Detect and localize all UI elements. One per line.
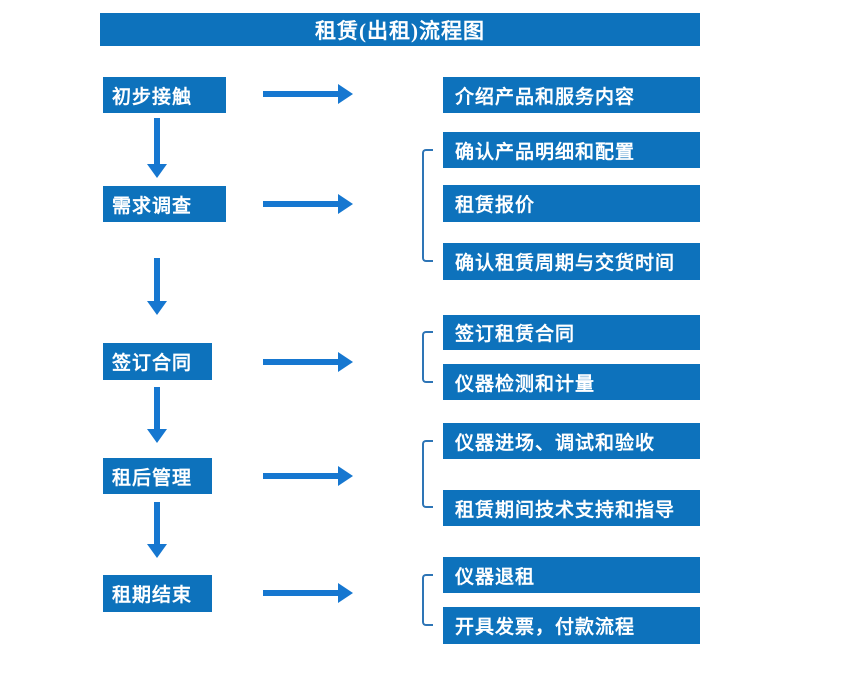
- detail-box-confirm-product-details: 确认产品明细和配置: [443, 132, 700, 168]
- arrow-shaft: [263, 590, 339, 596]
- detail-box-technical-support: 租赁期间技术支持和指导: [443, 490, 700, 526]
- detail-box-sign-rental-contract: 签订租赁合同: [443, 315, 700, 350]
- detail-box-rental-quotation: 租赁报价: [443, 185, 700, 222]
- arrow-head: [338, 194, 353, 214]
- arrow-right-icon: [263, 466, 353, 486]
- arrow-head: [147, 164, 167, 178]
- arrow-shaft: [154, 118, 160, 165]
- stage-box-demand-survey: 需求调查: [103, 186, 226, 222]
- arrow-down-icon: [147, 387, 167, 443]
- arrow-shaft: [154, 258, 160, 302]
- arrow-shaft: [154, 502, 160, 545]
- arrow-right-icon: [263, 194, 353, 214]
- arrow-right-icon: [263, 84, 353, 104]
- arrow-shaft: [263, 201, 339, 207]
- arrow-down-icon: [147, 258, 167, 315]
- arrow-head: [147, 429, 167, 443]
- stage-box-initial-contact: 初步接触: [103, 77, 226, 113]
- group-bracket: [422, 149, 433, 262]
- arrow-head: [147, 301, 167, 315]
- group-bracket: [422, 440, 433, 508]
- arrow-down-icon: [147, 118, 167, 178]
- group-bracket: [422, 574, 433, 626]
- arrow-head: [338, 583, 353, 603]
- arrow-head: [338, 466, 353, 486]
- stage-box-post-rental-management: 租后管理: [103, 458, 212, 494]
- detail-box-confirm-rental-period: 确认租赁周期与交货时间: [443, 243, 700, 280]
- arrow-shaft: [154, 387, 160, 430]
- arrow-right-icon: [263, 583, 353, 603]
- arrow-shaft: [263, 473, 339, 479]
- arrow-head: [147, 544, 167, 558]
- group-bracket: [422, 331, 433, 383]
- detail-box-instrument-inspection: 仪器检测和计量: [443, 364, 700, 400]
- detail-box-invoice-payment: 开具发票，付款流程: [443, 607, 700, 644]
- arrow-shaft: [263, 359, 339, 365]
- detail-box-introduce-products: 介绍产品和服务内容: [443, 77, 700, 113]
- detail-box-instrument-return: 仪器退租: [443, 557, 700, 593]
- detail-box-instrument-setup: 仪器进场、调试和验收: [443, 423, 700, 459]
- arrow-right-icon: [263, 352, 353, 372]
- arrow-down-icon: [147, 502, 167, 558]
- arrow-head: [338, 352, 353, 372]
- arrow-head: [338, 84, 353, 104]
- stage-box-rental-end: 租期结束: [103, 575, 212, 612]
- flowchart-title: 租赁(出租)流程图: [100, 13, 700, 46]
- stage-box-sign-contract: 签订合同: [103, 343, 212, 380]
- arrow-shaft: [263, 91, 339, 97]
